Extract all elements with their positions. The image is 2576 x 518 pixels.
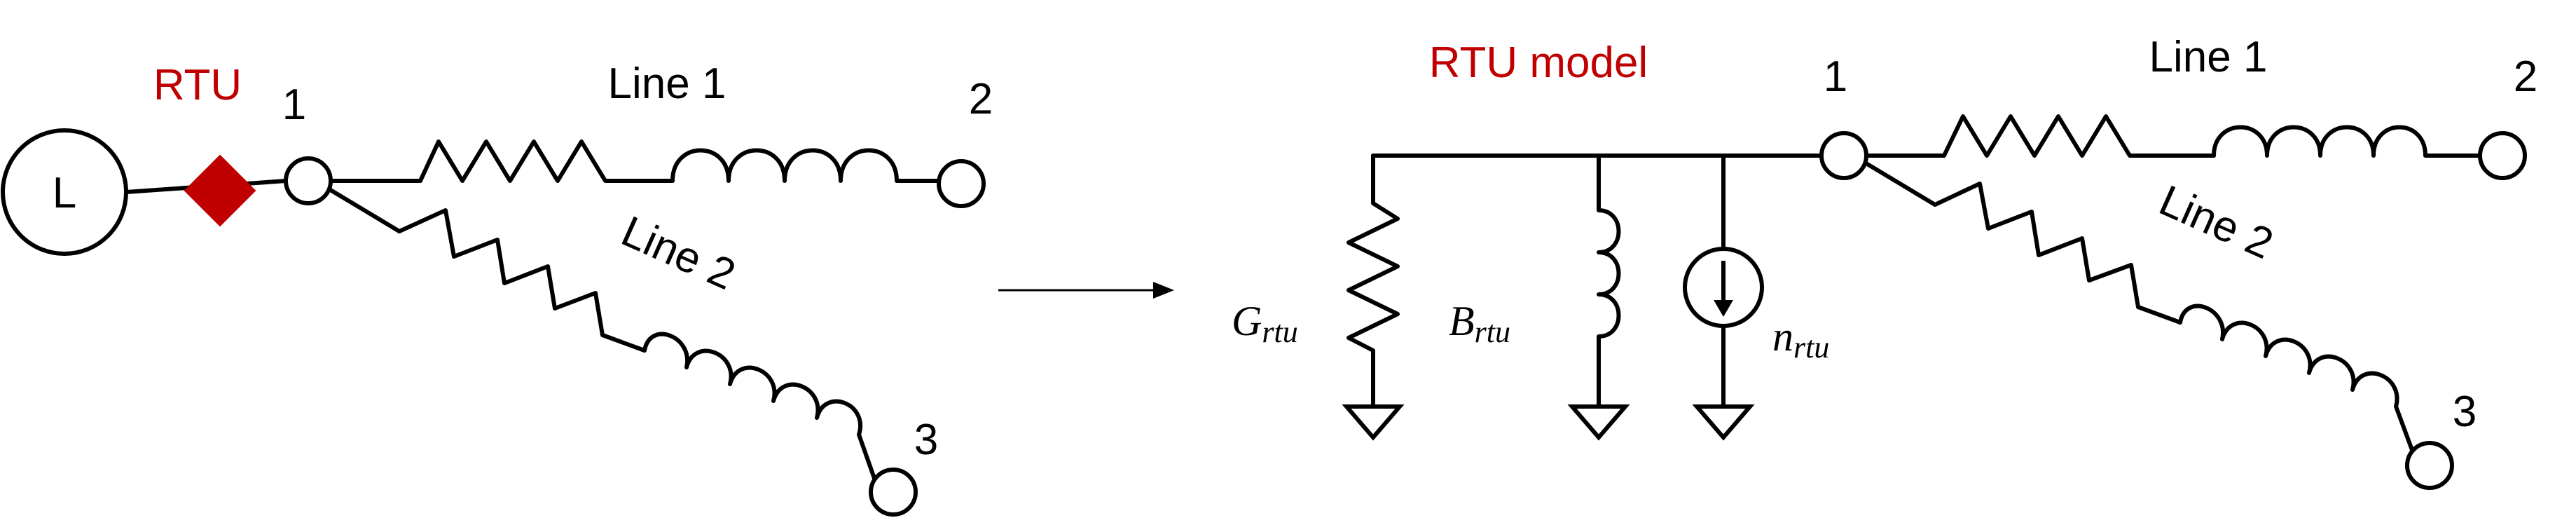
right-line1-inductor <box>2212 125 2482 158</box>
rtu-marker <box>184 154 256 227</box>
right-network: RTU model Grtu Brtu nrtu 1 2 3 Lin <box>1232 33 2537 490</box>
rtu-model-label: RTU model <box>1429 39 1648 87</box>
bus2-label: 2 <box>969 75 993 123</box>
n-rtu-label: nrtu <box>1772 313 1829 364</box>
right-line1-resistor <box>1863 114 2216 158</box>
transform-arrow <box>998 282 1174 299</box>
right-bus2-label: 2 <box>2514 53 2537 101</box>
right-bus1-node <box>1819 131 1868 180</box>
n-rtu-ground-icon <box>1692 404 1755 441</box>
down-arrow-icon <box>1714 300 1733 317</box>
b-rtu-inductor <box>1597 154 1621 409</box>
line1-inductor <box>670 148 941 183</box>
bus1-node <box>284 156 333 205</box>
right-line2-label: Line 2 <box>2152 176 2280 268</box>
right-bus3-label: 3 <box>2453 388 2477 436</box>
left-network: L RTU 1 2 3 Line 1 Line 2 <box>1 60 993 517</box>
line2-resistor <box>327 187 647 353</box>
right-bus1-label: 1 <box>1824 53 1847 101</box>
line1-label: Line 1 <box>608 60 726 108</box>
line2-inductor <box>642 332 878 484</box>
bus3-label: 3 <box>914 416 938 464</box>
g-rtu-resistor <box>1346 154 1400 409</box>
right-line1-label: Line 1 <box>2149 33 2268 81</box>
b-rtu-ground-icon <box>1567 404 1630 441</box>
b-rtu-label: Brtu <box>1449 298 1510 349</box>
right-bus3-node <box>2405 441 2454 490</box>
right-line2-inductor <box>2178 304 2416 458</box>
right-bus2-node <box>2478 131 2527 180</box>
bus3-node <box>869 468 918 517</box>
bus1-label: 1 <box>282 81 306 129</box>
line2-label: Line 2 <box>614 207 742 299</box>
load-label: L <box>53 169 76 217</box>
right-line2-resistor <box>1863 161 2182 325</box>
g-rtu-label: Grtu <box>1232 298 1298 349</box>
bus2-node <box>937 159 986 208</box>
line1-resistor <box>327 139 675 183</box>
rtu-label: RTU <box>153 61 242 109</box>
g-rtu-ground-icon <box>1342 404 1405 441</box>
